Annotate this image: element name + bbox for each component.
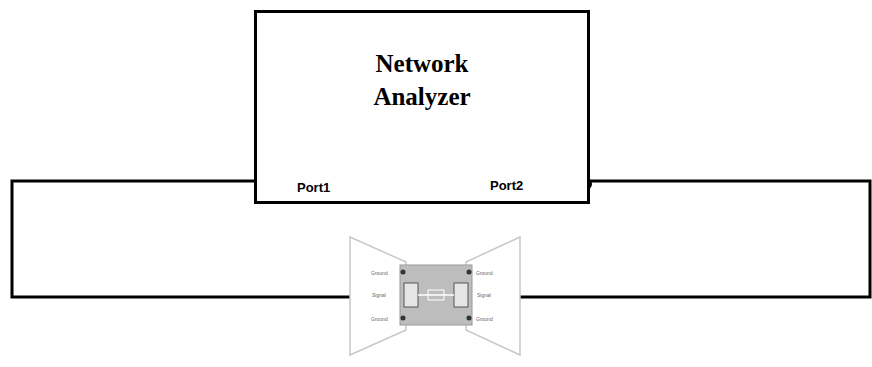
pad-dot [401, 316, 406, 321]
dut-substrate [400, 265, 472, 325]
instrument-title: Network Analyzer [337, 47, 507, 113]
port-label: Port2 [490, 178, 523, 193]
instrument-box: Network Analyzer [254, 10, 590, 204]
signal-pad [454, 283, 468, 307]
fixture-taper [350, 237, 406, 355]
pad-label: Ground [371, 316, 388, 322]
fixture-taper [466, 237, 520, 355]
pad-label: Ground [476, 316, 493, 322]
pad-label: Signal [477, 292, 491, 298]
dut-line [418, 294, 454, 296]
pad-label: Ground [371, 270, 388, 276]
pad-label: Ground [476, 270, 493, 276]
signal-pad [404, 283, 418, 307]
pad-dot [467, 270, 472, 275]
pad-dot [467, 316, 472, 321]
pad-label: Signal [372, 292, 386, 298]
dut-element [428, 290, 444, 300]
port-label: Port1 [297, 180, 330, 195]
pad-dot [401, 270, 406, 275]
